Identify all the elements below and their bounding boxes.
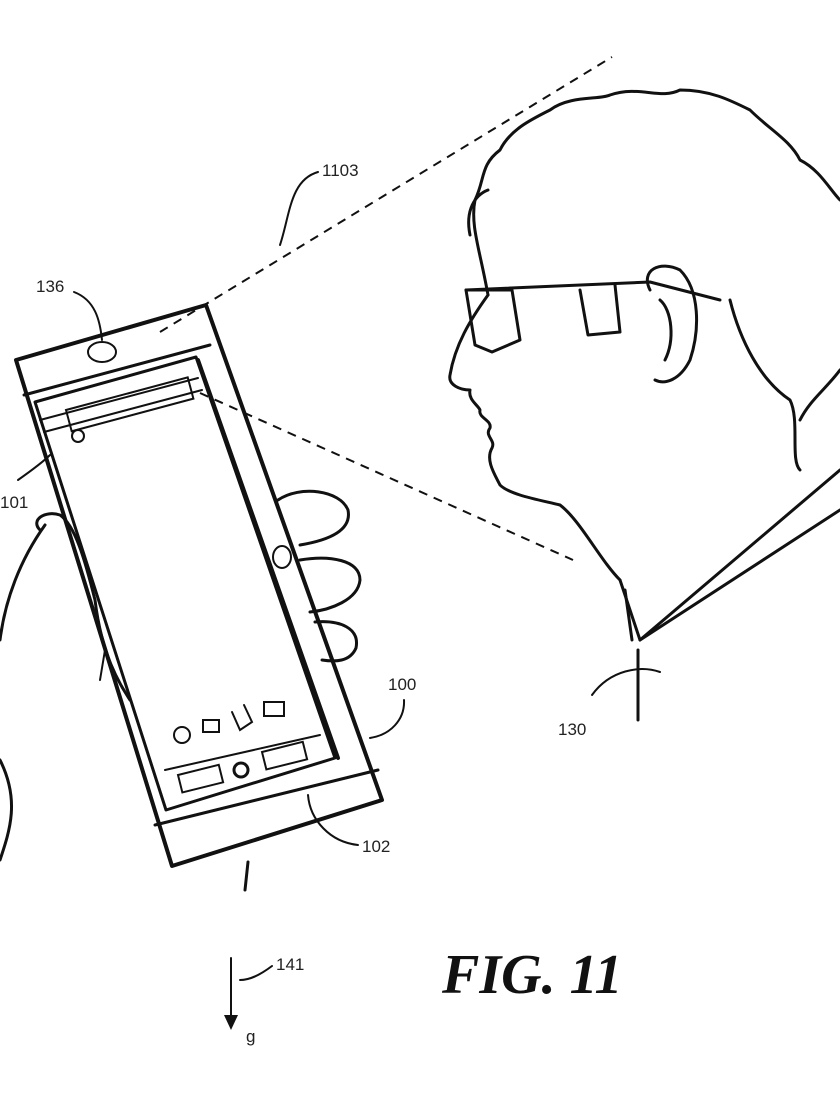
- hand: [0, 489, 362, 892]
- hand-pointer-icon[interactable]: [231, 704, 254, 732]
- label-130: 130: [558, 720, 586, 739]
- glasses-lens: [464, 288, 522, 354]
- app-icon-browser[interactable]: [173, 726, 191, 744]
- phone-button[interactable]: [176, 763, 225, 794]
- sight-line-lower: [199, 392, 574, 561]
- figure-title: FIG. 11: [441, 944, 623, 1006]
- mail-icon[interactable]: [202, 719, 220, 733]
- leader-lines: [17, 171, 661, 1030]
- contacts-button[interactable]: [260, 740, 309, 771]
- glasses-temple: [464, 280, 722, 302]
- label-136: 136: [36, 277, 64, 296]
- sight-line-upper: [159, 56, 613, 333]
- label-102: 102: [362, 837, 390, 856]
- gallery-icon[interactable]: [263, 701, 285, 717]
- label-141: 141: [276, 955, 304, 974]
- label-g: g: [246, 1027, 255, 1046]
- search-icon: [71, 429, 85, 443]
- label-101: 101: [0, 493, 28, 512]
- label-100: 100: [388, 675, 416, 694]
- home-button[interactable]: [232, 761, 250, 779]
- label-1103: 1103: [322, 161, 359, 180]
- display-screen: [33, 355, 337, 812]
- mobile-device: [14, 303, 384, 868]
- user-profile: [448, 88, 840, 722]
- side-button[interactable]: [272, 545, 292, 569]
- search-bar[interactable]: [64, 376, 195, 433]
- gravity-arrow-icon: [224, 1015, 238, 1030]
- camera-lens: [87, 341, 117, 363]
